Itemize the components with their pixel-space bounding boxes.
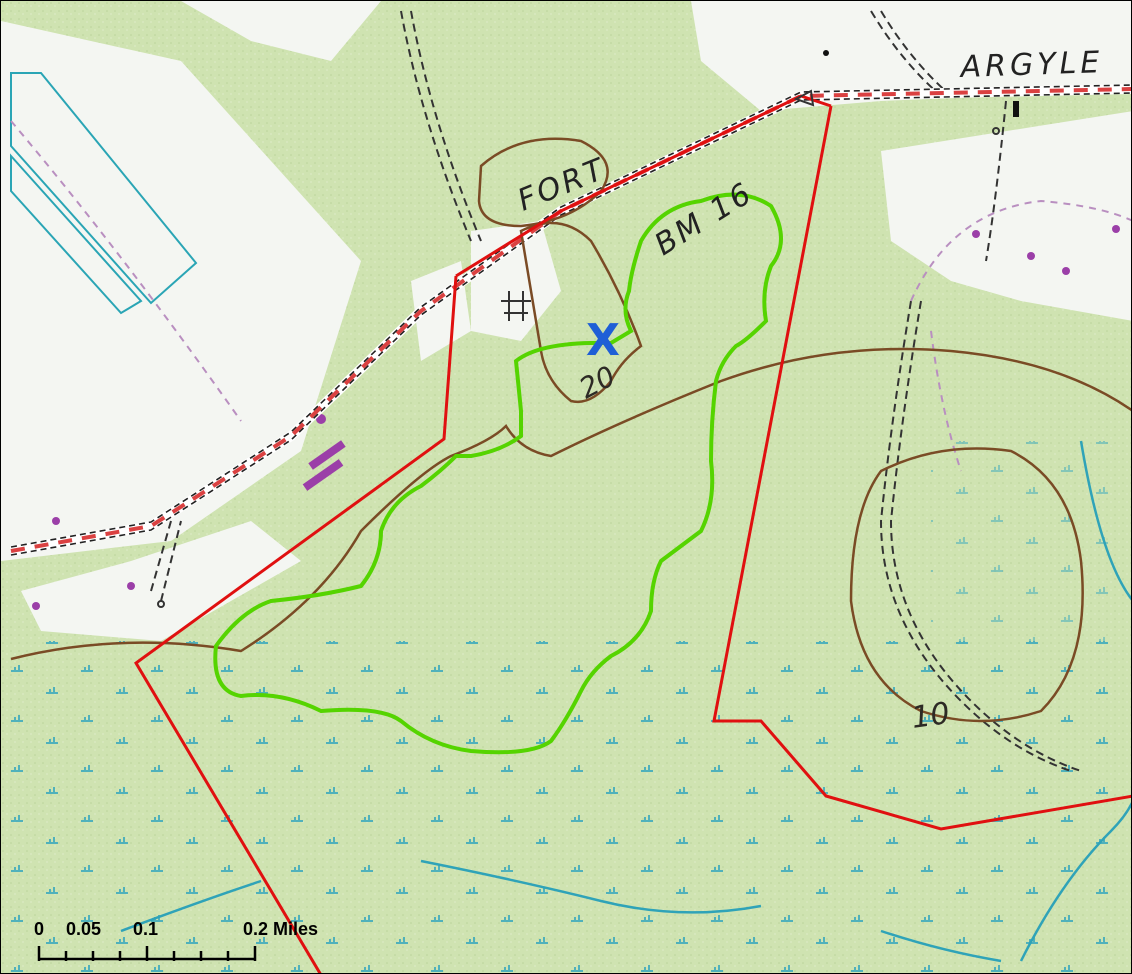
marsh-area (1, 641, 1131, 973)
buildings (10, 72, 198, 315)
point-symbol (823, 50, 829, 56)
streams (120, 440, 1131, 963)
project-boundary[interactable] (134, 94, 1132, 974)
contour-label-10: 10 (909, 696, 952, 736)
scale-tick-02-miles: 0.2 Miles (243, 919, 318, 939)
benchmark-symbols (157, 89, 1000, 608)
label-argyle: ARGYLE (958, 45, 1104, 85)
scale-tick-0: 0 (34, 919, 44, 939)
scale-bar: 0 0.05 0.1 0.2 Miles (34, 919, 318, 961)
contour-lines (10, 137, 1131, 723)
purple-symbols (32, 225, 1120, 610)
scale-tick-005: 0.05 (66, 919, 101, 939)
delineated-area[interactable] (213, 192, 783, 755)
trails (150, 10, 1082, 772)
marsh-area-east (931, 441, 1131, 641)
scale-tick-01: 0.1 (133, 919, 158, 939)
structure-symbol (1013, 101, 1019, 117)
location-marker[interactable]: X (586, 315, 620, 366)
purple-trails (10, 120, 1131, 472)
